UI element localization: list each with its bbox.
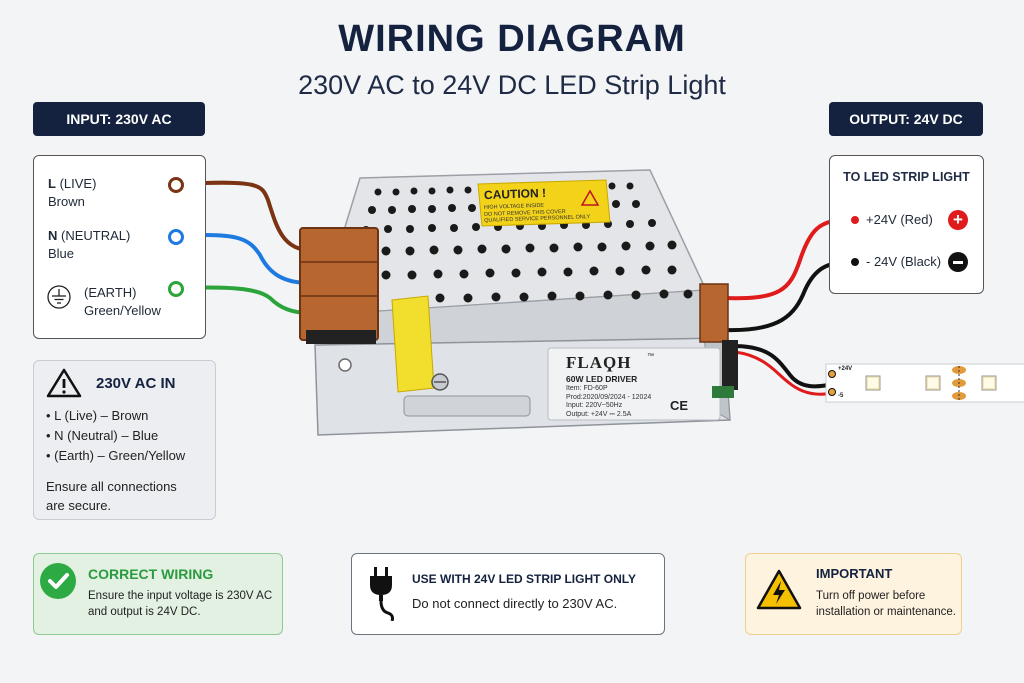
output-connector (722, 340, 738, 390)
warning-icon (46, 368, 82, 398)
correct-wiring-line1: Ensure the input voltage is 230V AC (88, 590, 273, 602)
page-subtitle: 230V AC to 24V DC LED Strip Light (298, 70, 726, 100)
led-strip (825, 363, 1024, 403)
brand-logo: FLAϘH (566, 353, 632, 372)
live-code: L (48, 176, 56, 191)
neutral-label: N (NEUTRAL) (48, 227, 130, 245)
correct-wiring-title: CORRECT WIRING (88, 566, 214, 582)
use-with-text: Do not connect directly to 230V AC. (412, 596, 618, 611)
driver-input: Input: 220V~50Hz (566, 402, 623, 409)
input-badge: INPUT: 230V AC (33, 102, 205, 136)
live-terminal-dot (168, 177, 184, 193)
ce-mark: CE (670, 398, 689, 413)
strip-neg-wire (732, 344, 834, 389)
driver-nameplate (547, 347, 721, 421)
power-supply (299, 169, 738, 436)
use-with-card (351, 553, 665, 635)
live-name: (LIVE) (59, 176, 97, 191)
important-line1: Turn off power before (816, 590, 926, 602)
brand-tm: ™ (647, 353, 654, 360)
list-item-text: (Earth) – Green/Yellow (54, 448, 186, 463)
neutral-code: N (48, 228, 58, 243)
earth-label: (EARTH) (84, 285, 137, 300)
caution-text: HIGH VOLTAGE INSIDE DO NOT REMOVE THIS C… (484, 201, 591, 224)
strip-neg-label: -5 (838, 393, 844, 399)
side-sticker (391, 295, 435, 393)
driver-item: Item: FD-60P (566, 385, 608, 392)
live-wire (180, 180, 311, 252)
earth-wire (180, 285, 311, 315)
driver-prod: Prod:2020/09/2024 - 12024 (566, 393, 652, 401)
list-item-text: N (Neutral) – Blue (54, 428, 159, 443)
list-item: • (Earth) – Green/Yellow (46, 448, 186, 463)
minus-icon (948, 252, 968, 272)
earth-icon (47, 285, 71, 309)
neutral-color: Blue (48, 246, 75, 261)
caution-title: CAUTION ! (483, 185, 547, 203)
high-voltage-icon (756, 569, 802, 610)
use-with-title: USE WITH 24V LED STRIP LIGHT ONLY (412, 572, 637, 586)
driver-output: Output: +24V ⎓ 2.5A (566, 410, 632, 418)
live-label: L (LIVE) (48, 175, 96, 193)
output-terminal (699, 283, 729, 343)
mount-hole (338, 358, 352, 372)
caution-label (477, 179, 611, 227)
check-icon (40, 563, 76, 599)
list-item: • L (Live) – Brown (46, 408, 149, 423)
positive-label: +24V (Red) (866, 212, 933, 227)
correct-wiring-line2: and output is 24V DC. (88, 606, 201, 618)
neutral-name: (NEUTRAL) (61, 228, 131, 243)
list-item: • N (Neutral) – Blue (46, 428, 159, 443)
output-heading: TO LED STRIP LIGHT (843, 170, 970, 184)
driver-model: 60W LED DRIVER (566, 374, 638, 384)
input-terminal-block (299, 227, 379, 341)
plus-icon: + (948, 210, 968, 230)
positive-dot (851, 216, 859, 224)
neutral-wire (180, 233, 311, 285)
live-color: Brown (48, 194, 85, 209)
neutral-terminal-dot (168, 229, 184, 245)
ac-info-note-line2: are secure. (46, 498, 112, 513)
driver-specs: Item: FD-60P Prod:2020/09/2024 - 12024 I… (566, 385, 651, 419)
strip-pos-label: +24V (838, 366, 853, 372)
positive-wire (722, 218, 846, 301)
front-slot (403, 395, 531, 417)
important-line2: installation or maintenance. (816, 606, 956, 618)
strip-pos-wire (734, 350, 834, 396)
correct-wiring-card (33, 553, 283, 635)
caution-warning-icon (580, 189, 600, 206)
negative-label: - 24V (Black) (866, 254, 942, 269)
earth-color: Green/Yellow (84, 303, 161, 318)
output-badge: OUTPUT: 24V DC (829, 102, 983, 136)
negative-dot (851, 258, 859, 266)
page-title: WIRING DIAGRAM (338, 18, 686, 60)
earth-terminal-dot (168, 281, 184, 297)
ac-info-title: 230V AC IN (96, 375, 176, 392)
important-title: IMPORTANT (816, 566, 893, 581)
ac-info-note-line1: Ensure all connections (46, 479, 177, 494)
list-item-text: L (Live) – Brown (54, 408, 149, 423)
plug-icon (370, 567, 394, 621)
